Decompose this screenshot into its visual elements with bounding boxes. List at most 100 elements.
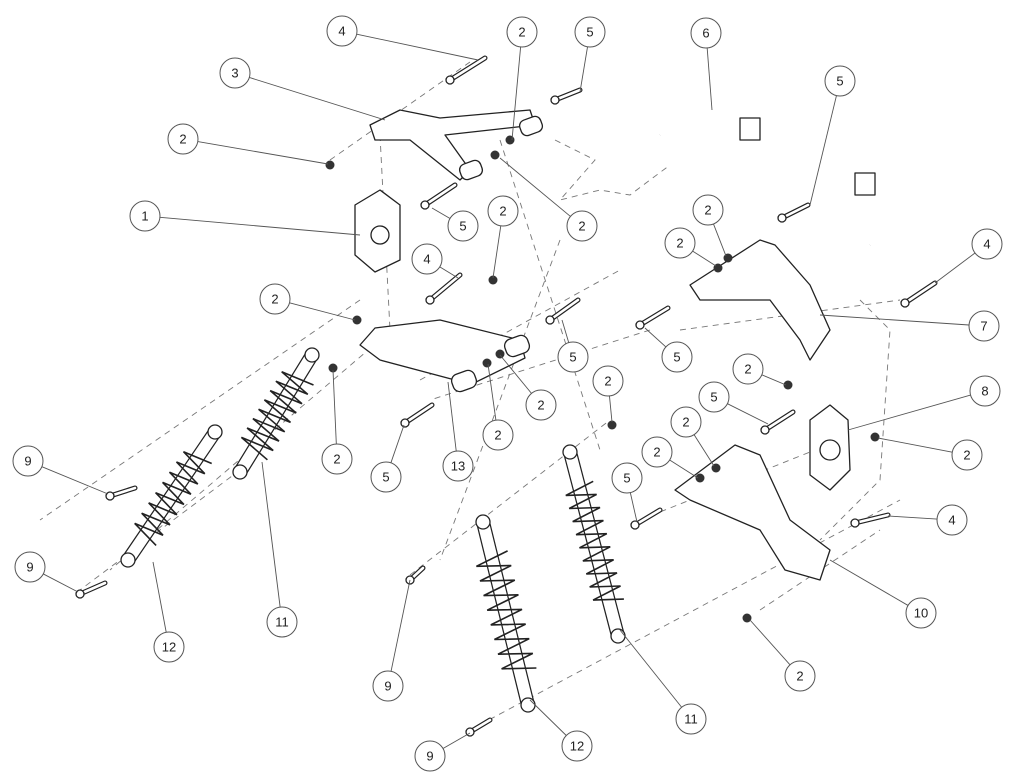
callout-number: 9 <box>426 749 433 764</box>
callout-2: 2 <box>487 195 519 227</box>
callout-5: 5 <box>698 381 730 413</box>
callout-1: 1 <box>129 200 161 232</box>
callout-4: 4 <box>411 243 443 275</box>
callout-9: 9 <box>414 740 446 772</box>
leader-line <box>644 327 667 348</box>
callout-7: 7 <box>968 310 1000 342</box>
leader-line <box>561 319 570 343</box>
callout-number: 13 <box>451 459 465 474</box>
callout-circle <box>951 439 983 471</box>
callout-number: 11 <box>275 615 289 630</box>
callout-number: 2 <box>518 25 525 40</box>
leader-line <box>41 466 109 495</box>
callout-4: 4 <box>936 504 968 536</box>
nut <box>505 135 515 145</box>
callout-5: 5 <box>611 462 643 494</box>
callout-number: 12 <box>162 640 176 655</box>
parts <box>75 55 938 737</box>
callout-circle <box>370 461 402 493</box>
leader-line <box>159 216 361 236</box>
callout-2: 2 <box>732 353 764 385</box>
callout-number: 9 <box>26 560 33 575</box>
nut <box>742 613 752 623</box>
callout-5: 5 <box>370 461 402 493</box>
nut <box>482 358 492 368</box>
callout-circle <box>525 389 557 421</box>
callout-10: 10 <box>905 597 937 629</box>
guide-line <box>819 299 891 541</box>
guide-line <box>409 419 611 576</box>
callout-12: 12 <box>561 730 593 762</box>
shock-absorber-12-left <box>120 424 223 568</box>
leader-line <box>442 732 471 749</box>
callout-2: 2 <box>321 443 353 475</box>
callout-number: 12 <box>570 739 584 754</box>
leader-line <box>492 225 502 279</box>
callout-number: 5 <box>710 390 717 405</box>
callout-circle <box>969 375 1001 407</box>
leader-line <box>261 461 281 608</box>
callout-number: 6 <box>702 26 709 41</box>
nut <box>490 150 500 160</box>
leader-line <box>289 302 356 321</box>
nut <box>495 349 505 359</box>
callout-circle <box>641 436 673 468</box>
callout-number: 7 <box>980 319 987 334</box>
guide-line <box>554 139 671 201</box>
callout-number: 2 <box>499 204 506 219</box>
callout-circle <box>592 365 624 397</box>
callout-2: 2 <box>784 660 816 692</box>
leader-line <box>749 619 791 666</box>
callout-number: 5 <box>569 350 576 365</box>
callout-circle <box>414 740 446 772</box>
callout-circle <box>784 660 816 692</box>
callout-number: 2 <box>653 445 660 460</box>
callout-number: 2 <box>578 219 585 234</box>
callout-circle <box>611 462 643 494</box>
callout-circle <box>566 210 598 242</box>
leader-line <box>356 33 479 61</box>
callout-circle <box>321 443 353 475</box>
callout-number: 1 <box>141 209 148 224</box>
leader-line <box>332 369 337 445</box>
callout-11: 11 <box>675 703 707 735</box>
leader-line <box>809 95 837 206</box>
leader-line <box>197 141 329 165</box>
callout-number: 2 <box>271 292 278 307</box>
callout-5: 5 <box>447 210 479 242</box>
leader-line <box>511 46 522 141</box>
callout-circle <box>732 353 764 385</box>
callout-circle <box>219 57 251 89</box>
callout-circle <box>153 631 185 663</box>
callout-circle <box>12 445 44 477</box>
leader-line <box>887 515 938 520</box>
leader-line <box>609 395 613 423</box>
callout-circle <box>971 228 1003 260</box>
leader-line <box>706 47 713 111</box>
callout-circle <box>824 65 856 97</box>
nut <box>352 315 362 325</box>
callout-circle <box>905 597 937 629</box>
callout-number: 5 <box>586 25 593 40</box>
callout-number: 5 <box>459 219 466 234</box>
leader-line <box>390 424 405 463</box>
lower-a-arm-10 <box>674 444 831 581</box>
leader-line <box>439 266 459 279</box>
nut <box>783 380 793 390</box>
callout-9: 9 <box>14 551 46 583</box>
callout-5: 5 <box>824 65 856 97</box>
leader-line <box>619 629 682 708</box>
callout-circle <box>557 341 589 373</box>
leader-line <box>847 394 971 431</box>
callout-circle <box>266 606 298 638</box>
callout-2: 2 <box>525 389 557 421</box>
callout-number: 2 <box>796 669 803 684</box>
callout-number: 5 <box>623 471 630 486</box>
callout-5: 5 <box>661 341 693 373</box>
leader-line <box>499 157 571 217</box>
guide-line <box>39 299 361 521</box>
callout-circle <box>442 450 474 482</box>
